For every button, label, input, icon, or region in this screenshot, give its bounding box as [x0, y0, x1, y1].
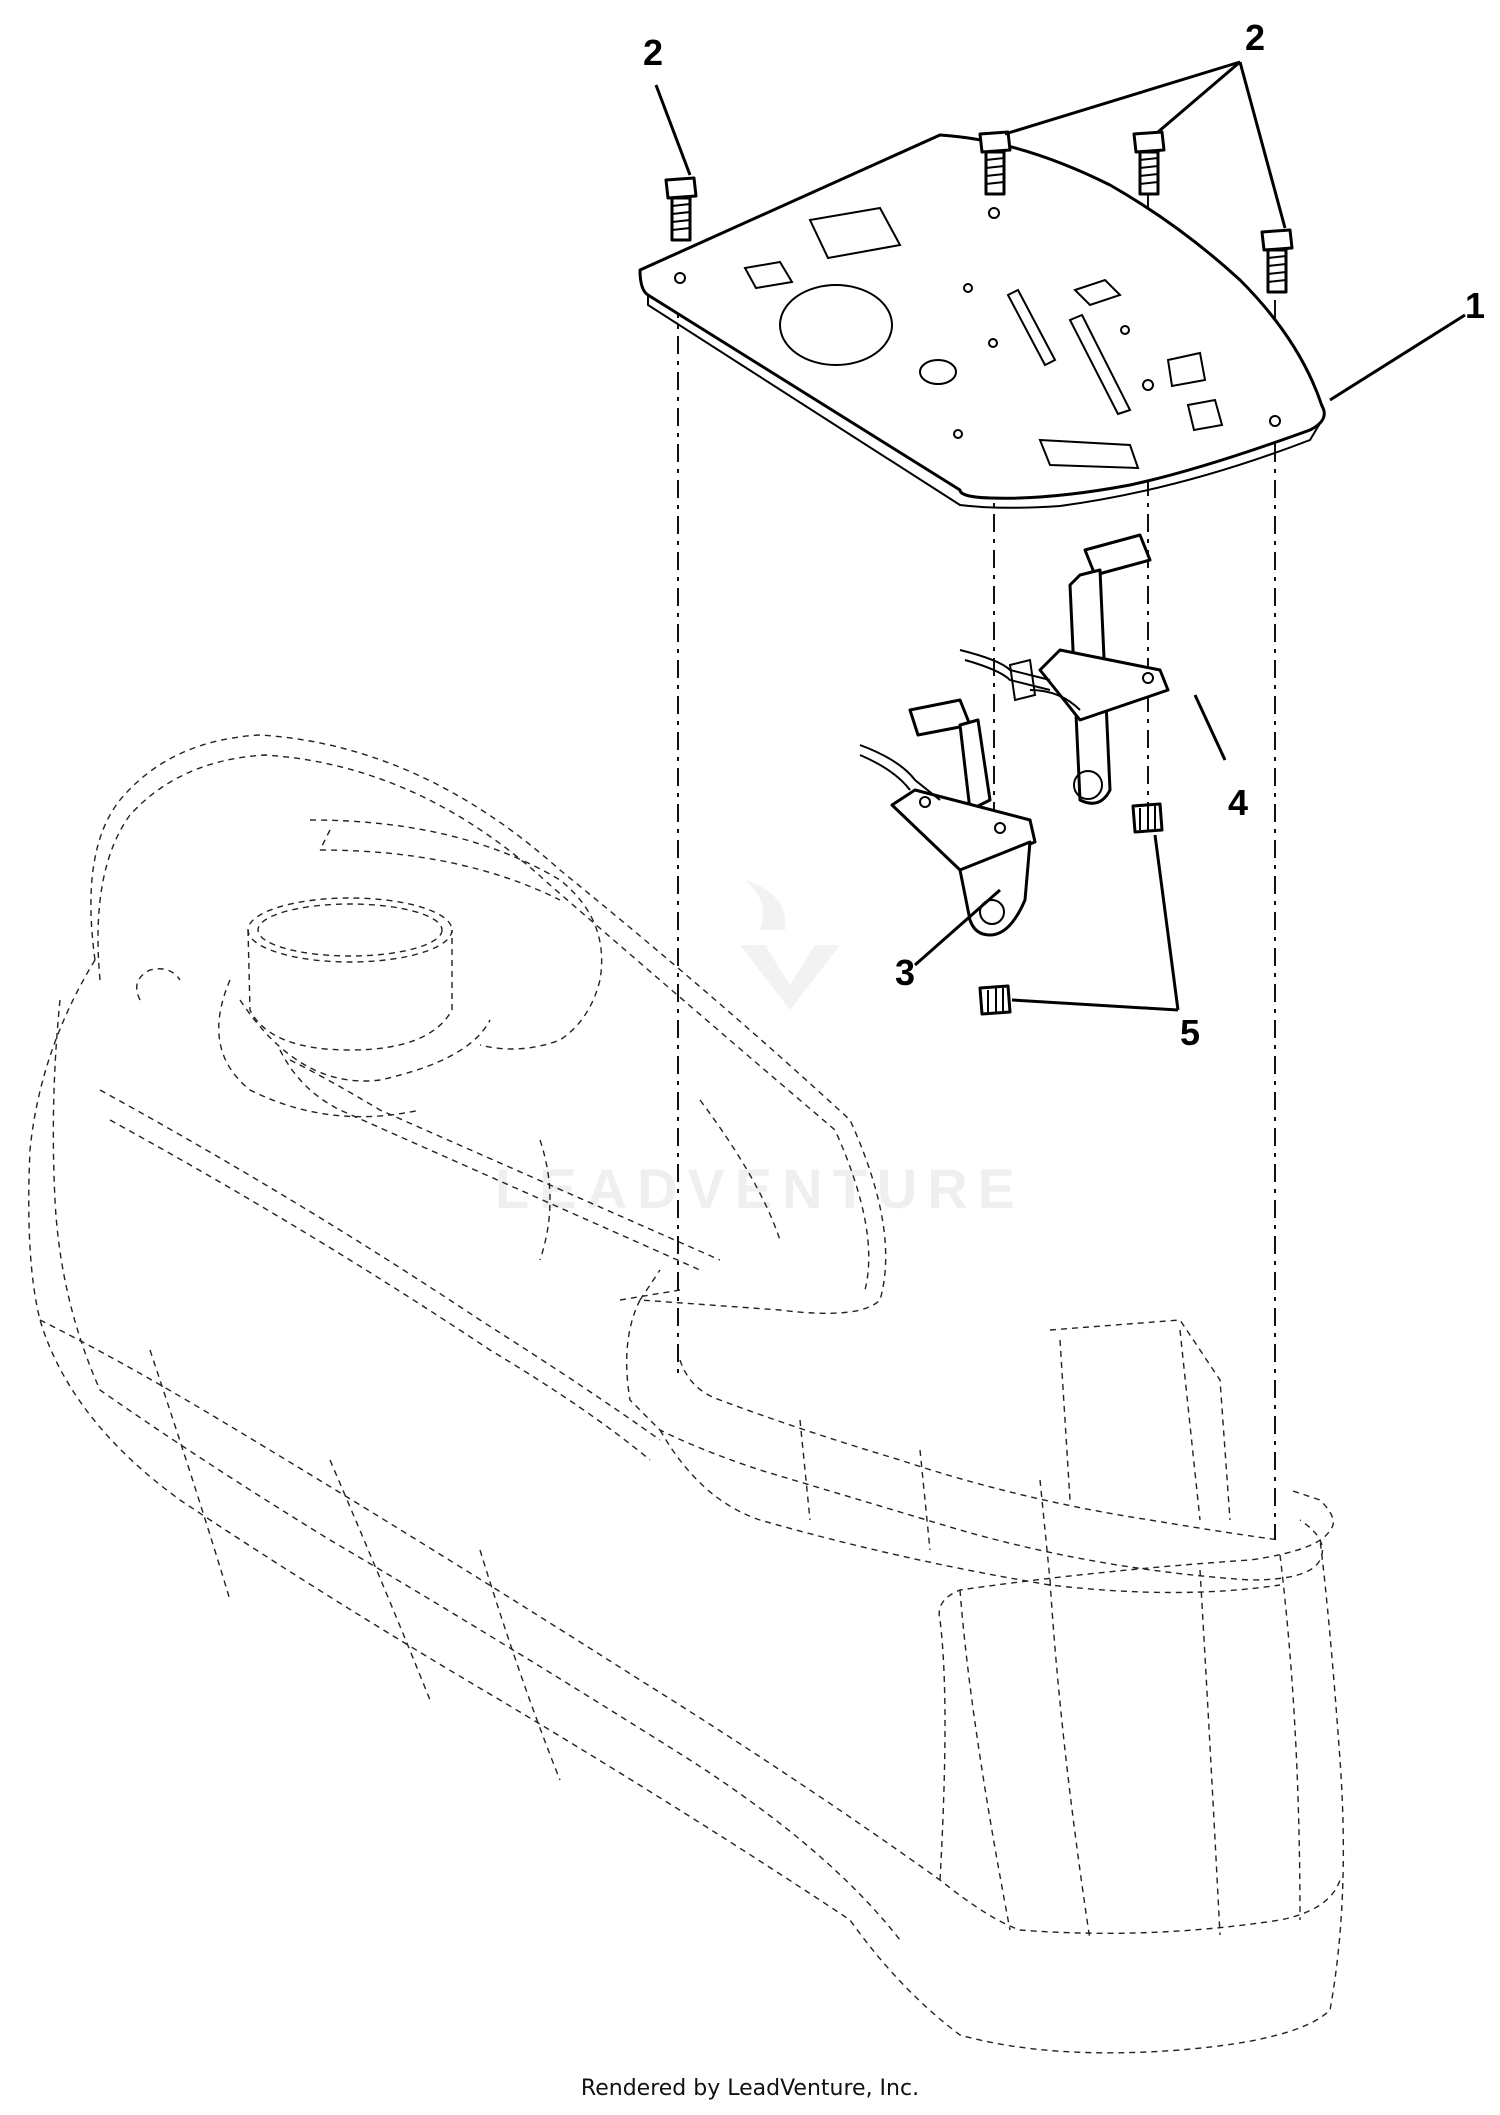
callout-1: 1 — [1465, 285, 1485, 326]
console-housing — [28, 734, 1345, 2054]
mounting-plate — [638, 133, 1326, 509]
leader-lines — [654, 60, 1466, 1012]
watermark-text: LEADVENTURE — [495, 1157, 1025, 1220]
bolt-left — [664, 176, 698, 242]
callouts: 2 2 1 4 3 5 — [643, 17, 1485, 1053]
nut-lower — [978, 984, 1012, 1016]
bolt-3 — [1132, 130, 1166, 196]
bolt-4 — [1260, 228, 1294, 294]
callout-2-right: 2 — [1245, 17, 1265, 58]
nut-upper — [1131, 802, 1164, 834]
leadventure-watermark: LEADVENTURE — [495, 880, 1025, 1220]
nuts — [978, 802, 1164, 1016]
alignment-lines — [677, 190, 1276, 1540]
lever-bracket-lower — [859, 698, 1037, 937]
lever-bracket-upper — [959, 533, 1170, 805]
callout-3: 3 — [895, 952, 915, 993]
callout-5: 5 — [1180, 1012, 1200, 1053]
bolts — [664, 130, 1294, 294]
credit-footer: Rendered by LeadVenture, Inc. — [580, 2076, 920, 2101]
bolt-2 — [978, 130, 1012, 196]
callout-2-left: 2 — [643, 32, 663, 73]
callout-4: 4 — [1228, 782, 1248, 823]
